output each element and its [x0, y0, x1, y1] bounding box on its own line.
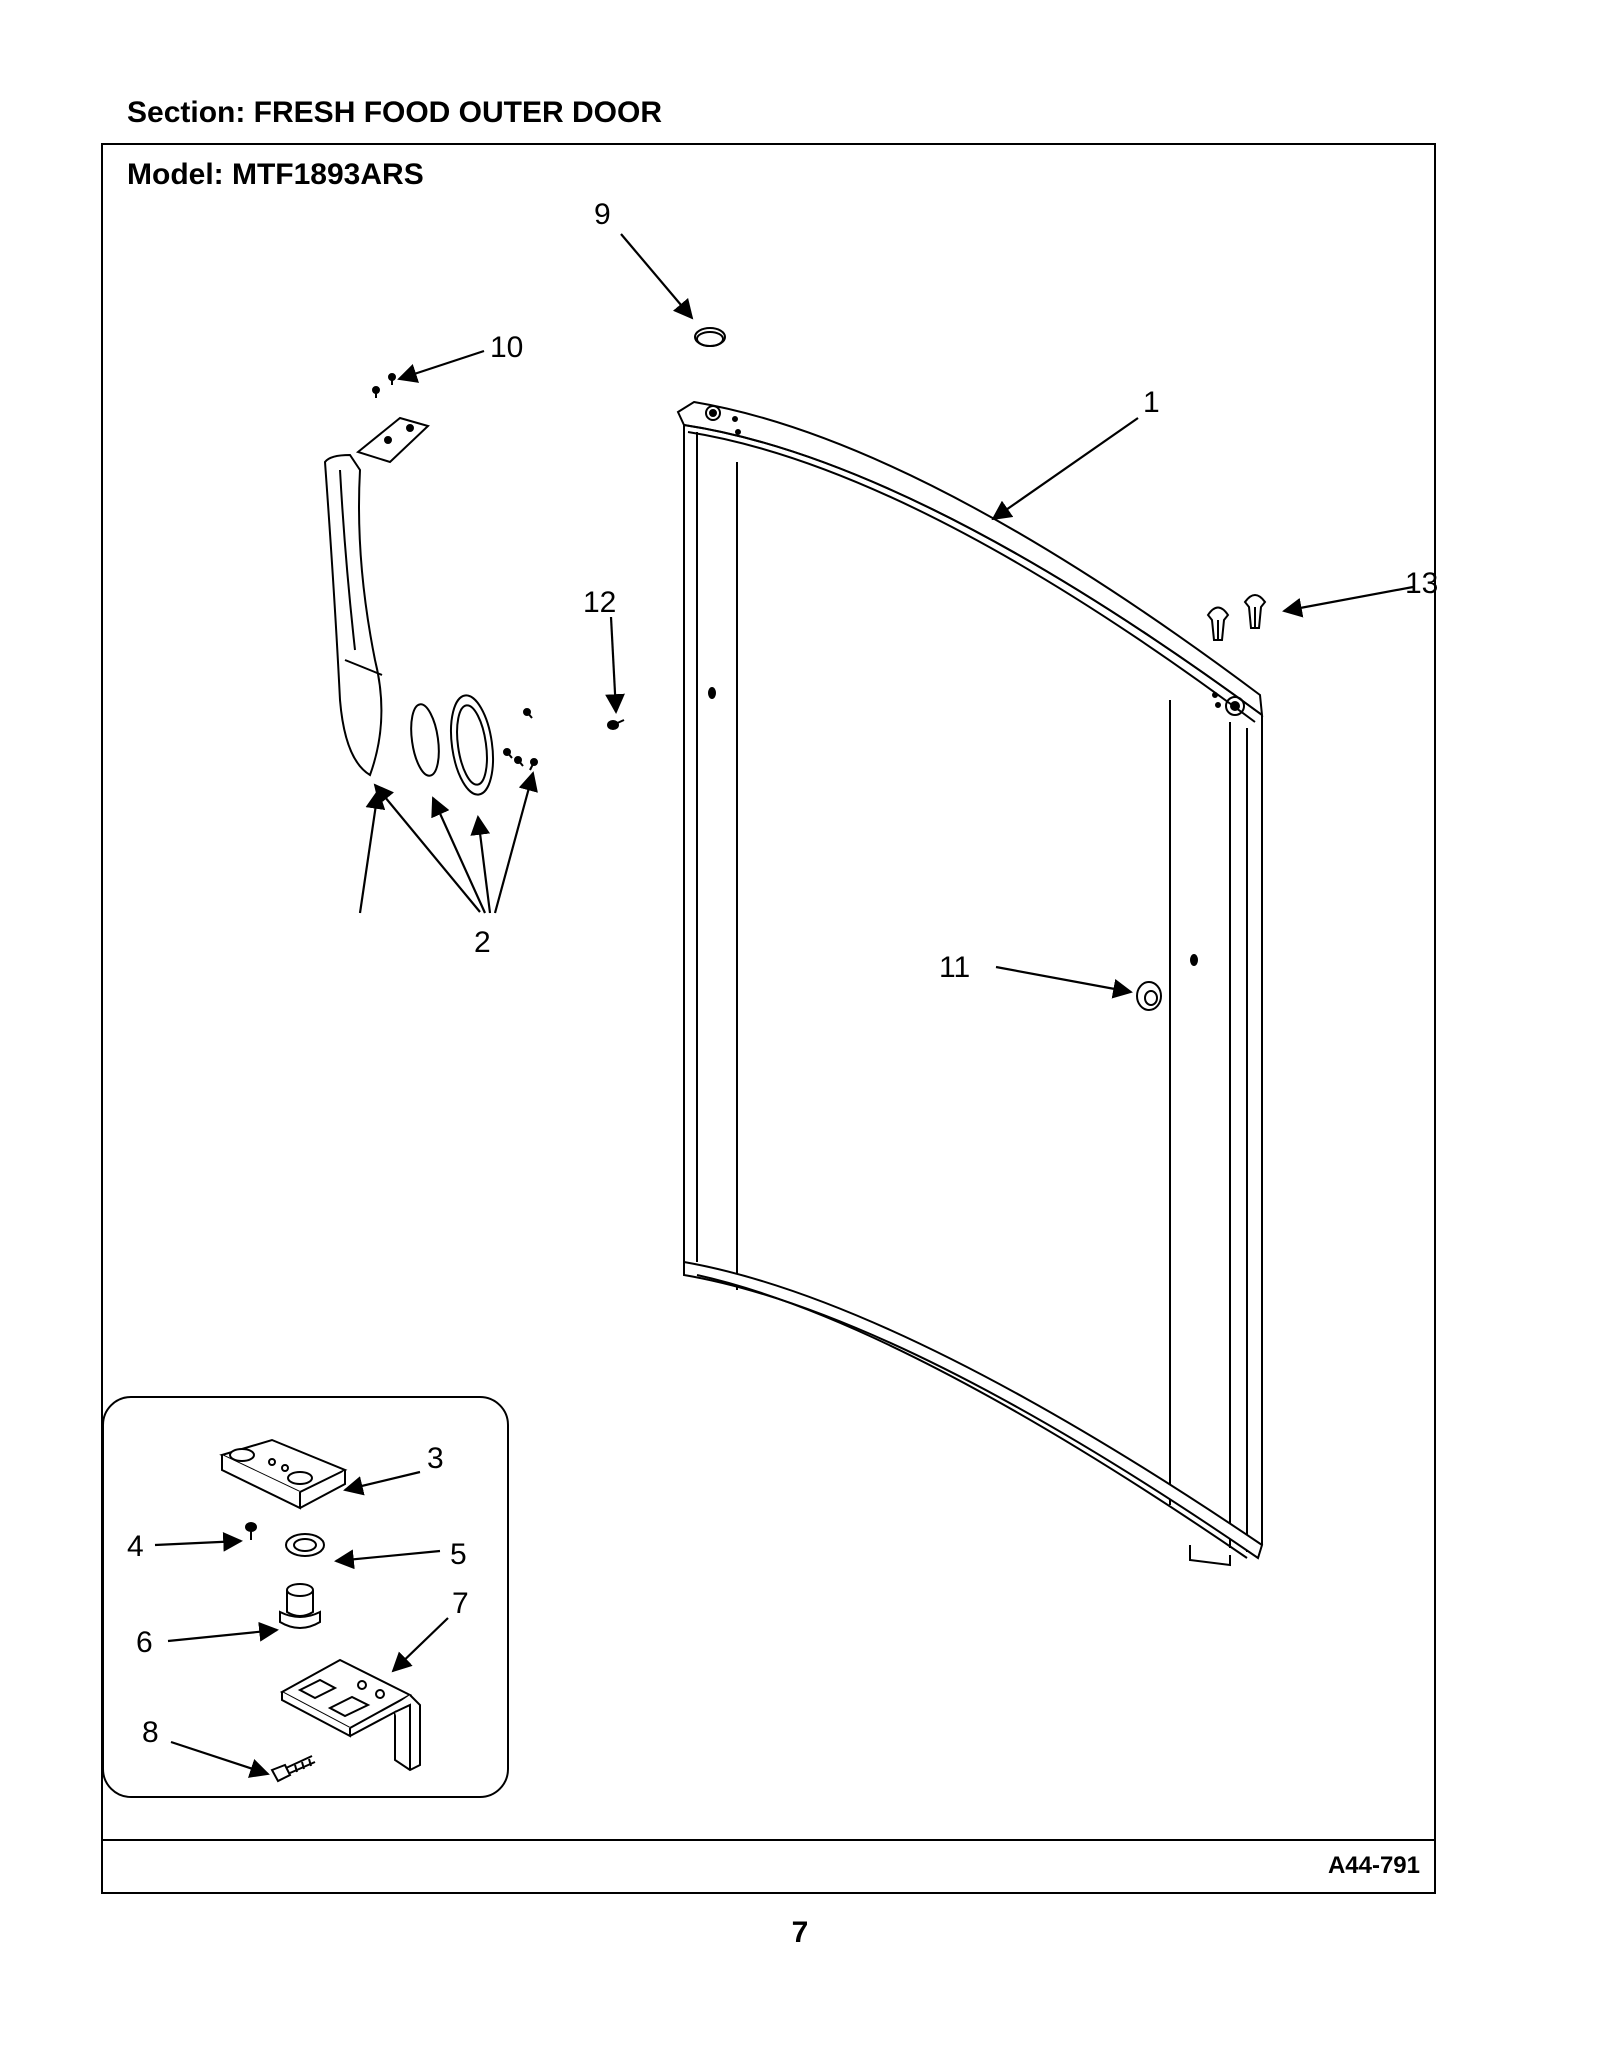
- part-5-washer: [285, 1533, 325, 1557]
- part-2-screws: [503, 708, 538, 771]
- diagram-frame: [101, 143, 1436, 1894]
- part-8-screw: [270, 1755, 316, 1783]
- part-13-pins: [1206, 594, 1267, 641]
- page-number: 7: [791, 1916, 809, 1949]
- callout-4: 4: [127, 1530, 144, 1563]
- part-10-screws: [372, 373, 396, 398]
- detail-inset: [102, 1396, 509, 1798]
- part-12-screw: [607, 719, 625, 730]
- door-panel: [676, 400, 1264, 1567]
- callout-2: 2: [474, 926, 491, 959]
- callout-9: 9: [594, 198, 611, 231]
- part-6-hinge-pin: [279, 1583, 321, 1629]
- callout-arrows: [154, 233, 1414, 1778]
- callout-5: 5: [450, 1538, 467, 1571]
- part-7-hinge: [279, 1658, 421, 1772]
- part-4-screw: [245, 1522, 257, 1540]
- callout-7: 7: [452, 1587, 469, 1620]
- callout-8: 8: [142, 1716, 159, 1749]
- callout-12: 12: [583, 586, 616, 619]
- part-2-handle: [323, 416, 494, 796]
- callout-1: 1: [1143, 386, 1160, 419]
- callout-3: 3: [427, 1442, 444, 1475]
- reference-code: A44-791: [1327, 1852, 1420, 1879]
- section-title: Section: FRESH FOOD OUTER DOOR: [127, 96, 663, 129]
- part-3-bracket: [219, 1438, 348, 1510]
- footer-divider: [101, 1839, 1436, 1841]
- callout-10: 10: [490, 331, 523, 364]
- callout-13: 13: [1405, 567, 1438, 600]
- model-title: Model: MTF1893ARS: [127, 158, 424, 191]
- callout-6: 6: [136, 1626, 153, 1659]
- part-11-plug: [1136, 981, 1162, 1011]
- part-9-cap: [694, 327, 726, 347]
- callout-11: 11: [939, 951, 970, 984]
